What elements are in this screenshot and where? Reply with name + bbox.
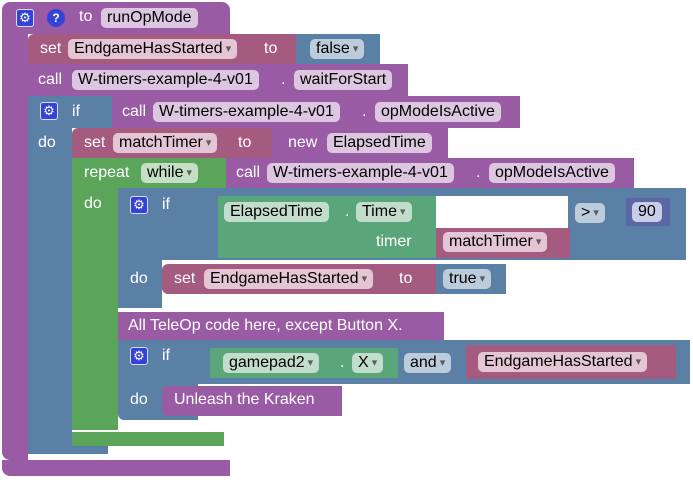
call-label: call — [38, 71, 63, 88]
repeat-footer — [72, 432, 224, 446]
dot-label: . — [476, 164, 481, 181]
method-name-field: opModeIsActive — [489, 163, 615, 183]
dot-label: . — [340, 354, 345, 371]
to-label: to — [238, 134, 252, 151]
method-name-field: waitForStart — [294, 70, 393, 90]
comment-text: All TeleOp code here, except Button X. — [128, 317, 403, 334]
to-label: to — [399, 270, 413, 287]
boolean-dropdown[interactable]: false — [310, 39, 365, 59]
variable-dropdown[interactable]: matchTimer — [443, 232, 548, 252]
operator-dropdown[interactable]: > — [575, 203, 605, 223]
class-name-field: W-timers-example-4-v01 — [153, 102, 340, 122]
variable-dropdown[interactable]: EndgameHasStarted — [478, 352, 648, 372]
do-label: do — [84, 195, 102, 212]
do-label: do — [38, 134, 56, 151]
dot-label: . — [281, 71, 286, 88]
button-dropdown[interactable]: X — [352, 353, 384, 373]
variable-dropdown[interactable]: EndgameHasStarted — [204, 269, 374, 289]
variable-dropdown[interactable]: EndgameHasStarted — [68, 39, 238, 59]
comparison-gap — [436, 196, 568, 230]
property-dropdown[interactable]: Time — [356, 202, 412, 222]
if-label: if — [162, 347, 170, 364]
call-label: call — [236, 164, 261, 181]
class-name-field: ElapsedTime — [224, 202, 329, 222]
repeat-label: repeat — [84, 164, 130, 181]
gear-icon[interactable]: ⚙ — [16, 9, 34, 27]
gear-icon[interactable]: ⚙ — [40, 102, 58, 120]
procedure-spine — [2, 30, 28, 460]
timer-label: timer — [376, 233, 412, 250]
kraken-block[interactable] — [162, 386, 342, 416]
set-label: set — [84, 134, 106, 151]
number-field[interactable]: 90 — [632, 202, 662, 222]
if-label: if — [72, 103, 80, 120]
variable-dropdown[interactable]: matchTimer — [113, 133, 218, 153]
set-label: set — [40, 40, 62, 57]
boolean-dropdown[interactable]: true — [443, 269, 492, 289]
gear-icon[interactable]: ⚙ — [130, 196, 148, 214]
do-label: do — [130, 270, 148, 287]
procedure-name-field[interactable]: runOpMode — [101, 8, 198, 28]
new-label: new — [288, 134, 318, 151]
type-name-field: ElapsedTime — [327, 133, 432, 153]
if-label: if — [162, 196, 170, 213]
if-opmode-spine — [28, 96, 72, 446]
do-label: do — [130, 391, 148, 408]
comment-block[interactable] — [118, 312, 444, 340]
help-icon[interactable]: ? — [47, 9, 65, 27]
gamepad-dropdown[interactable]: gamepad2 — [223, 353, 320, 373]
gear-icon[interactable]: ⚙ — [130, 347, 148, 365]
to-label: to — [79, 8, 93, 25]
procedure-footer — [2, 460, 230, 476]
method-name-field: opModeIsActive — [375, 102, 501, 122]
logic-operator-dropdown[interactable]: and — [404, 353, 452, 373]
class-name-field: W-timers-example-4-v01 — [72, 70, 259, 90]
dot-label: . — [362, 103, 367, 120]
class-name-field: W-timers-example-4-v01 — [267, 163, 454, 183]
repeat-spine — [72, 158, 118, 430]
kraken-text: Unleash the Kraken — [174, 391, 315, 408]
set-label: set — [174, 270, 196, 287]
dot-label: . — [345, 203, 350, 220]
call-label: call — [122, 103, 147, 120]
loop-mode-dropdown[interactable]: while — [141, 163, 199, 183]
to-label: to — [264, 40, 278, 57]
